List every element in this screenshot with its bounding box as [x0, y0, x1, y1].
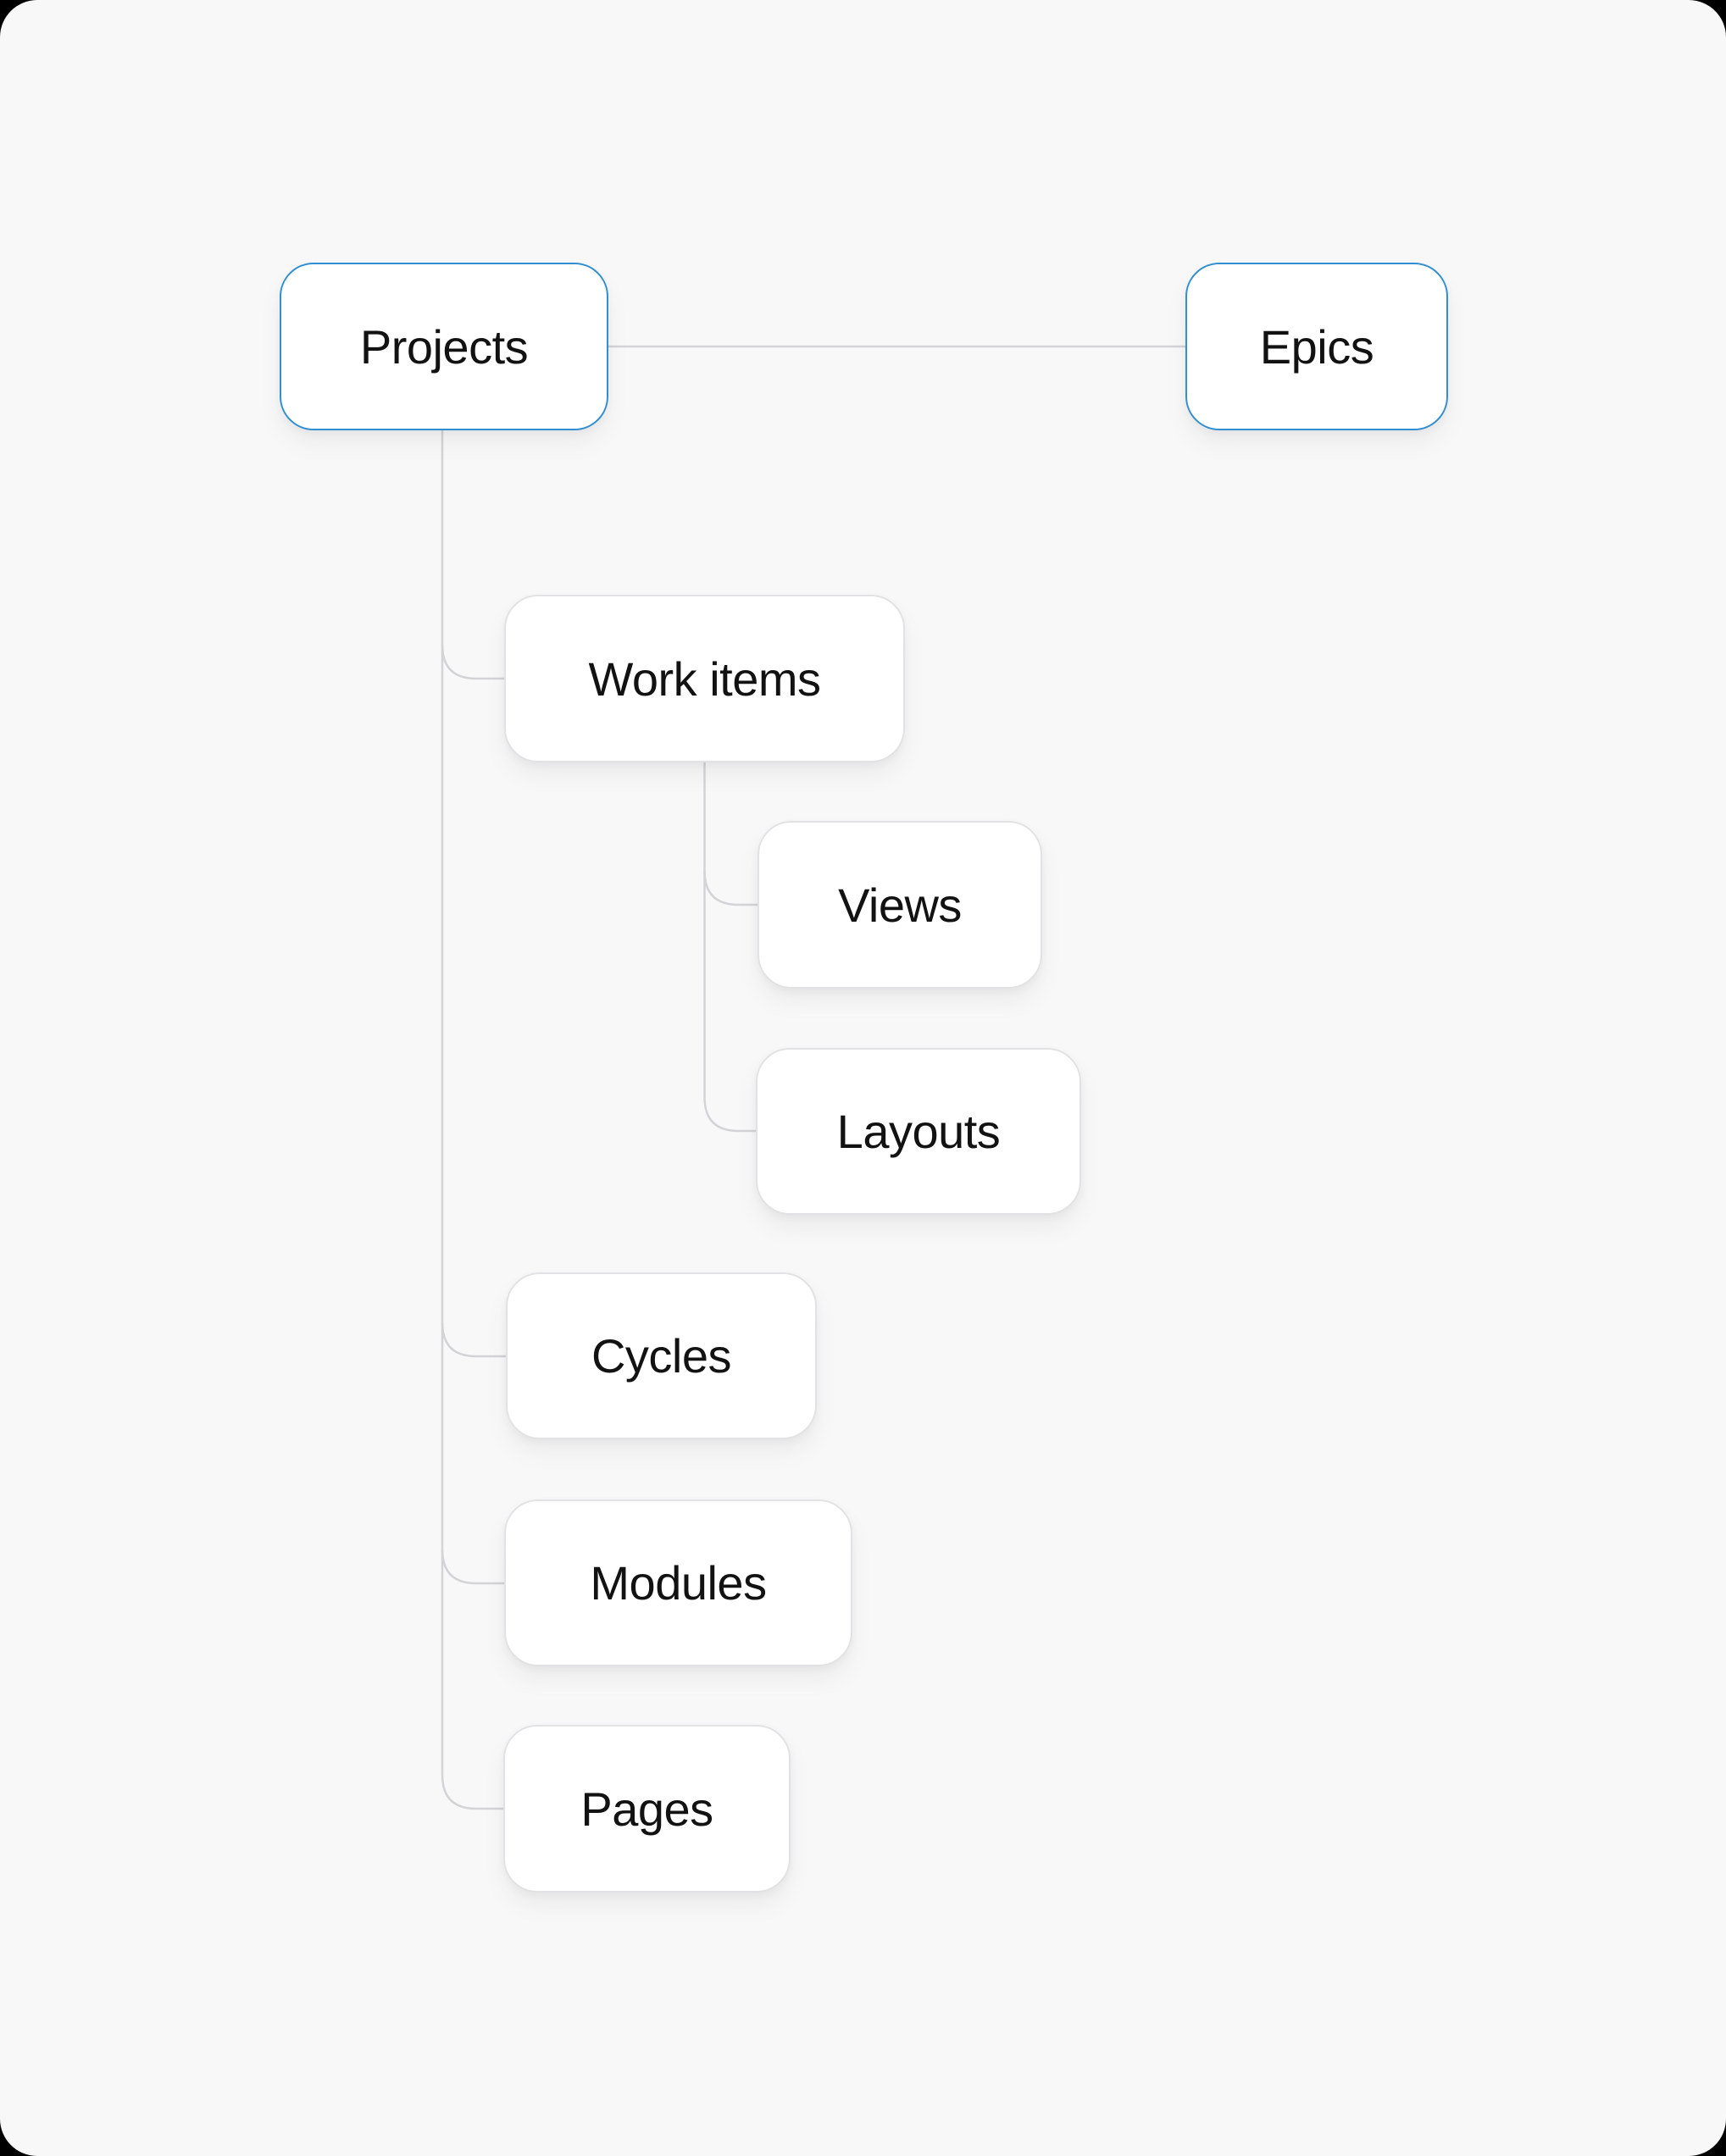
node-views-label: Views [838, 878, 962, 932]
node-projects: Projects [280, 263, 608, 430]
node-cycles: Cycles [506, 1272, 817, 1439]
node-work-items-label: Work items [588, 651, 822, 706]
connector-work-items-trunk-to-layouts [703, 762, 756, 1133]
connector-branch-work-items [441, 644, 504, 680]
node-pages: Pages [503, 1725, 791, 1893]
node-layouts: Layouts [756, 1048, 1081, 1215]
node-pages-label: Pages [580, 1782, 713, 1836]
node-cycles-label: Cycles [591, 1329, 732, 1383]
node-modules-label: Modules [590, 1556, 767, 1610]
connector-branch-modules [441, 1549, 504, 1585]
connector-projects-trunk-to-pages [441, 430, 503, 1810]
node-layouts-label: Layouts [836, 1105, 1001, 1158]
node-views: Views [758, 821, 1042, 989]
connector-branch-views [703, 870, 758, 906]
node-epics-label: Epics [1259, 319, 1374, 374]
node-work-items: Work items [504, 595, 905, 762]
connector-branch-cycles [441, 1322, 506, 1358]
node-epics: Epics [1185, 263, 1448, 430]
node-projects-label: Projects [359, 319, 529, 374]
node-modules: Modules [504, 1499, 852, 1666]
